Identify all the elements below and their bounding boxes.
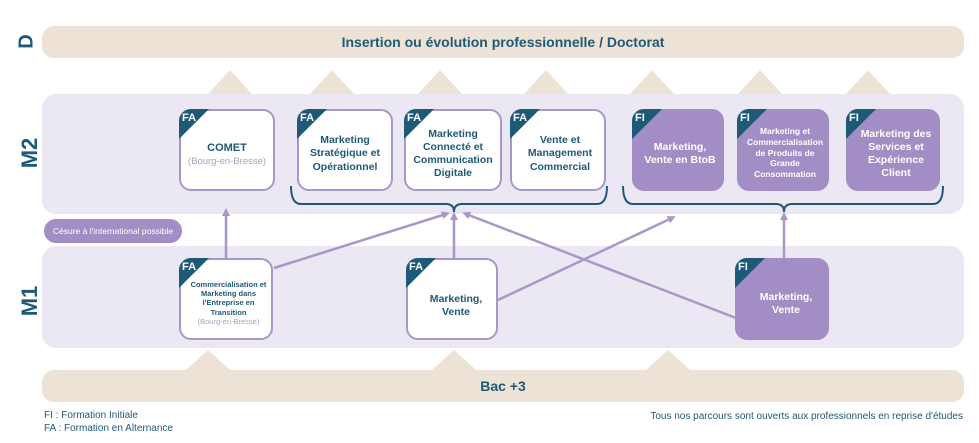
bottom-banner-text: Bac +3 bbox=[480, 378, 526, 394]
triangle-up bbox=[186, 350, 230, 370]
program-title: Vente et Management Commercial bbox=[527, 134, 593, 173]
program-marketing-btob[interactable]: FI Marketing, Vente en BtoB bbox=[632, 109, 724, 191]
fa-tag: FA bbox=[297, 109, 327, 139]
triangle-up bbox=[846, 70, 890, 94]
program-grande-consommation[interactable]: FI Marketing et Commercialisation de Pro… bbox=[737, 109, 829, 191]
program-m1-marketing-vente-fa[interactable]: FA Marketing, Vente bbox=[406, 258, 498, 340]
arrow-cmet-fa bbox=[273, 211, 450, 270]
fi-tag: FI bbox=[846, 109, 876, 139]
fi-tag: FI bbox=[737, 109, 767, 139]
program-marketing-strategique[interactable]: FA Marketing Stratégique et Opérationnel bbox=[297, 109, 393, 191]
program-title: Marketing des Services et Expérience Cli… bbox=[860, 127, 932, 180]
program-title: Marketing Connecté et Communication Digi… bbox=[413, 127, 493, 180]
program-m1-marketing-vente-fi[interactable]: FI Marketing, Vente bbox=[735, 258, 829, 340]
program-title: Marketing, Vente en BtoB bbox=[644, 140, 716, 166]
cesure-text: Césure à l'international possible bbox=[52, 225, 174, 236]
program-location: (Bourg-en-Bresse) bbox=[187, 155, 267, 167]
triangle-up bbox=[630, 70, 674, 94]
program-commercialisation-transition[interactable]: FA Commercialisation et Marketing dans l… bbox=[179, 258, 273, 340]
triangle-up bbox=[208, 70, 252, 94]
program-services-experience[interactable]: FI Marketing des Services et Expérience … bbox=[846, 109, 940, 191]
fa-tag: FA bbox=[179, 258, 209, 288]
legend: FI : Formation Initiale FA : Formation e… bbox=[44, 409, 173, 435]
fa-tag: FA bbox=[510, 109, 540, 139]
program-vente-management[interactable]: FA Vente et Management Commercial bbox=[510, 109, 606, 191]
fa-tag: FA bbox=[406, 258, 436, 288]
triangle-up bbox=[432, 350, 476, 370]
fa-tag: FA bbox=[404, 109, 434, 139]
footer-note: Tous nos parcours sont ouverts aux profe… bbox=[650, 411, 963, 422]
program-marketing-connecte[interactable]: FA Marketing Connecté et Communication D… bbox=[404, 109, 502, 191]
top-banner: Insertion ou évolution professionnelle /… bbox=[42, 26, 964, 58]
fi-tag: FI bbox=[735, 258, 765, 288]
triangle-up bbox=[524, 70, 568, 94]
triangle-up bbox=[418, 70, 462, 94]
triangle-up bbox=[646, 350, 690, 370]
program-title: Marketing et Commercialisation de Produi… bbox=[746, 126, 824, 179]
program-title: Marketing, Vente bbox=[429, 292, 483, 318]
fi-tag: FI bbox=[632, 109, 662, 139]
top-banner-text: Insertion ou évolution professionnelle /… bbox=[341, 34, 665, 50]
program-title: Marketing, Vente bbox=[759, 290, 813, 316]
fa-tag: FA bbox=[179, 109, 209, 139]
program-title: COMET bbox=[207, 142, 247, 155]
program-comet[interactable]: FA COMET (Bourg-en-Bresse) bbox=[179, 109, 275, 191]
legend-fi: FI : Formation Initiale bbox=[44, 410, 138, 421]
program-location: (Bourg-en-Bresse) bbox=[197, 317, 260, 327]
bottom-banner: Bac +3 bbox=[42, 370, 964, 402]
program-title: Marketing Stratégique et Opérationnel bbox=[309, 134, 380, 173]
triangle-up bbox=[310, 70, 354, 94]
triangle-up bbox=[738, 70, 782, 94]
arrow-fi-fa bbox=[462, 211, 737, 320]
program-title: Commercialisation et Marketing dans l'En… bbox=[190, 279, 267, 317]
legend-fa: FA : Formation en Alternance bbox=[44, 423, 173, 434]
cesure-badge: Césure à l'international possible bbox=[44, 219, 182, 243]
